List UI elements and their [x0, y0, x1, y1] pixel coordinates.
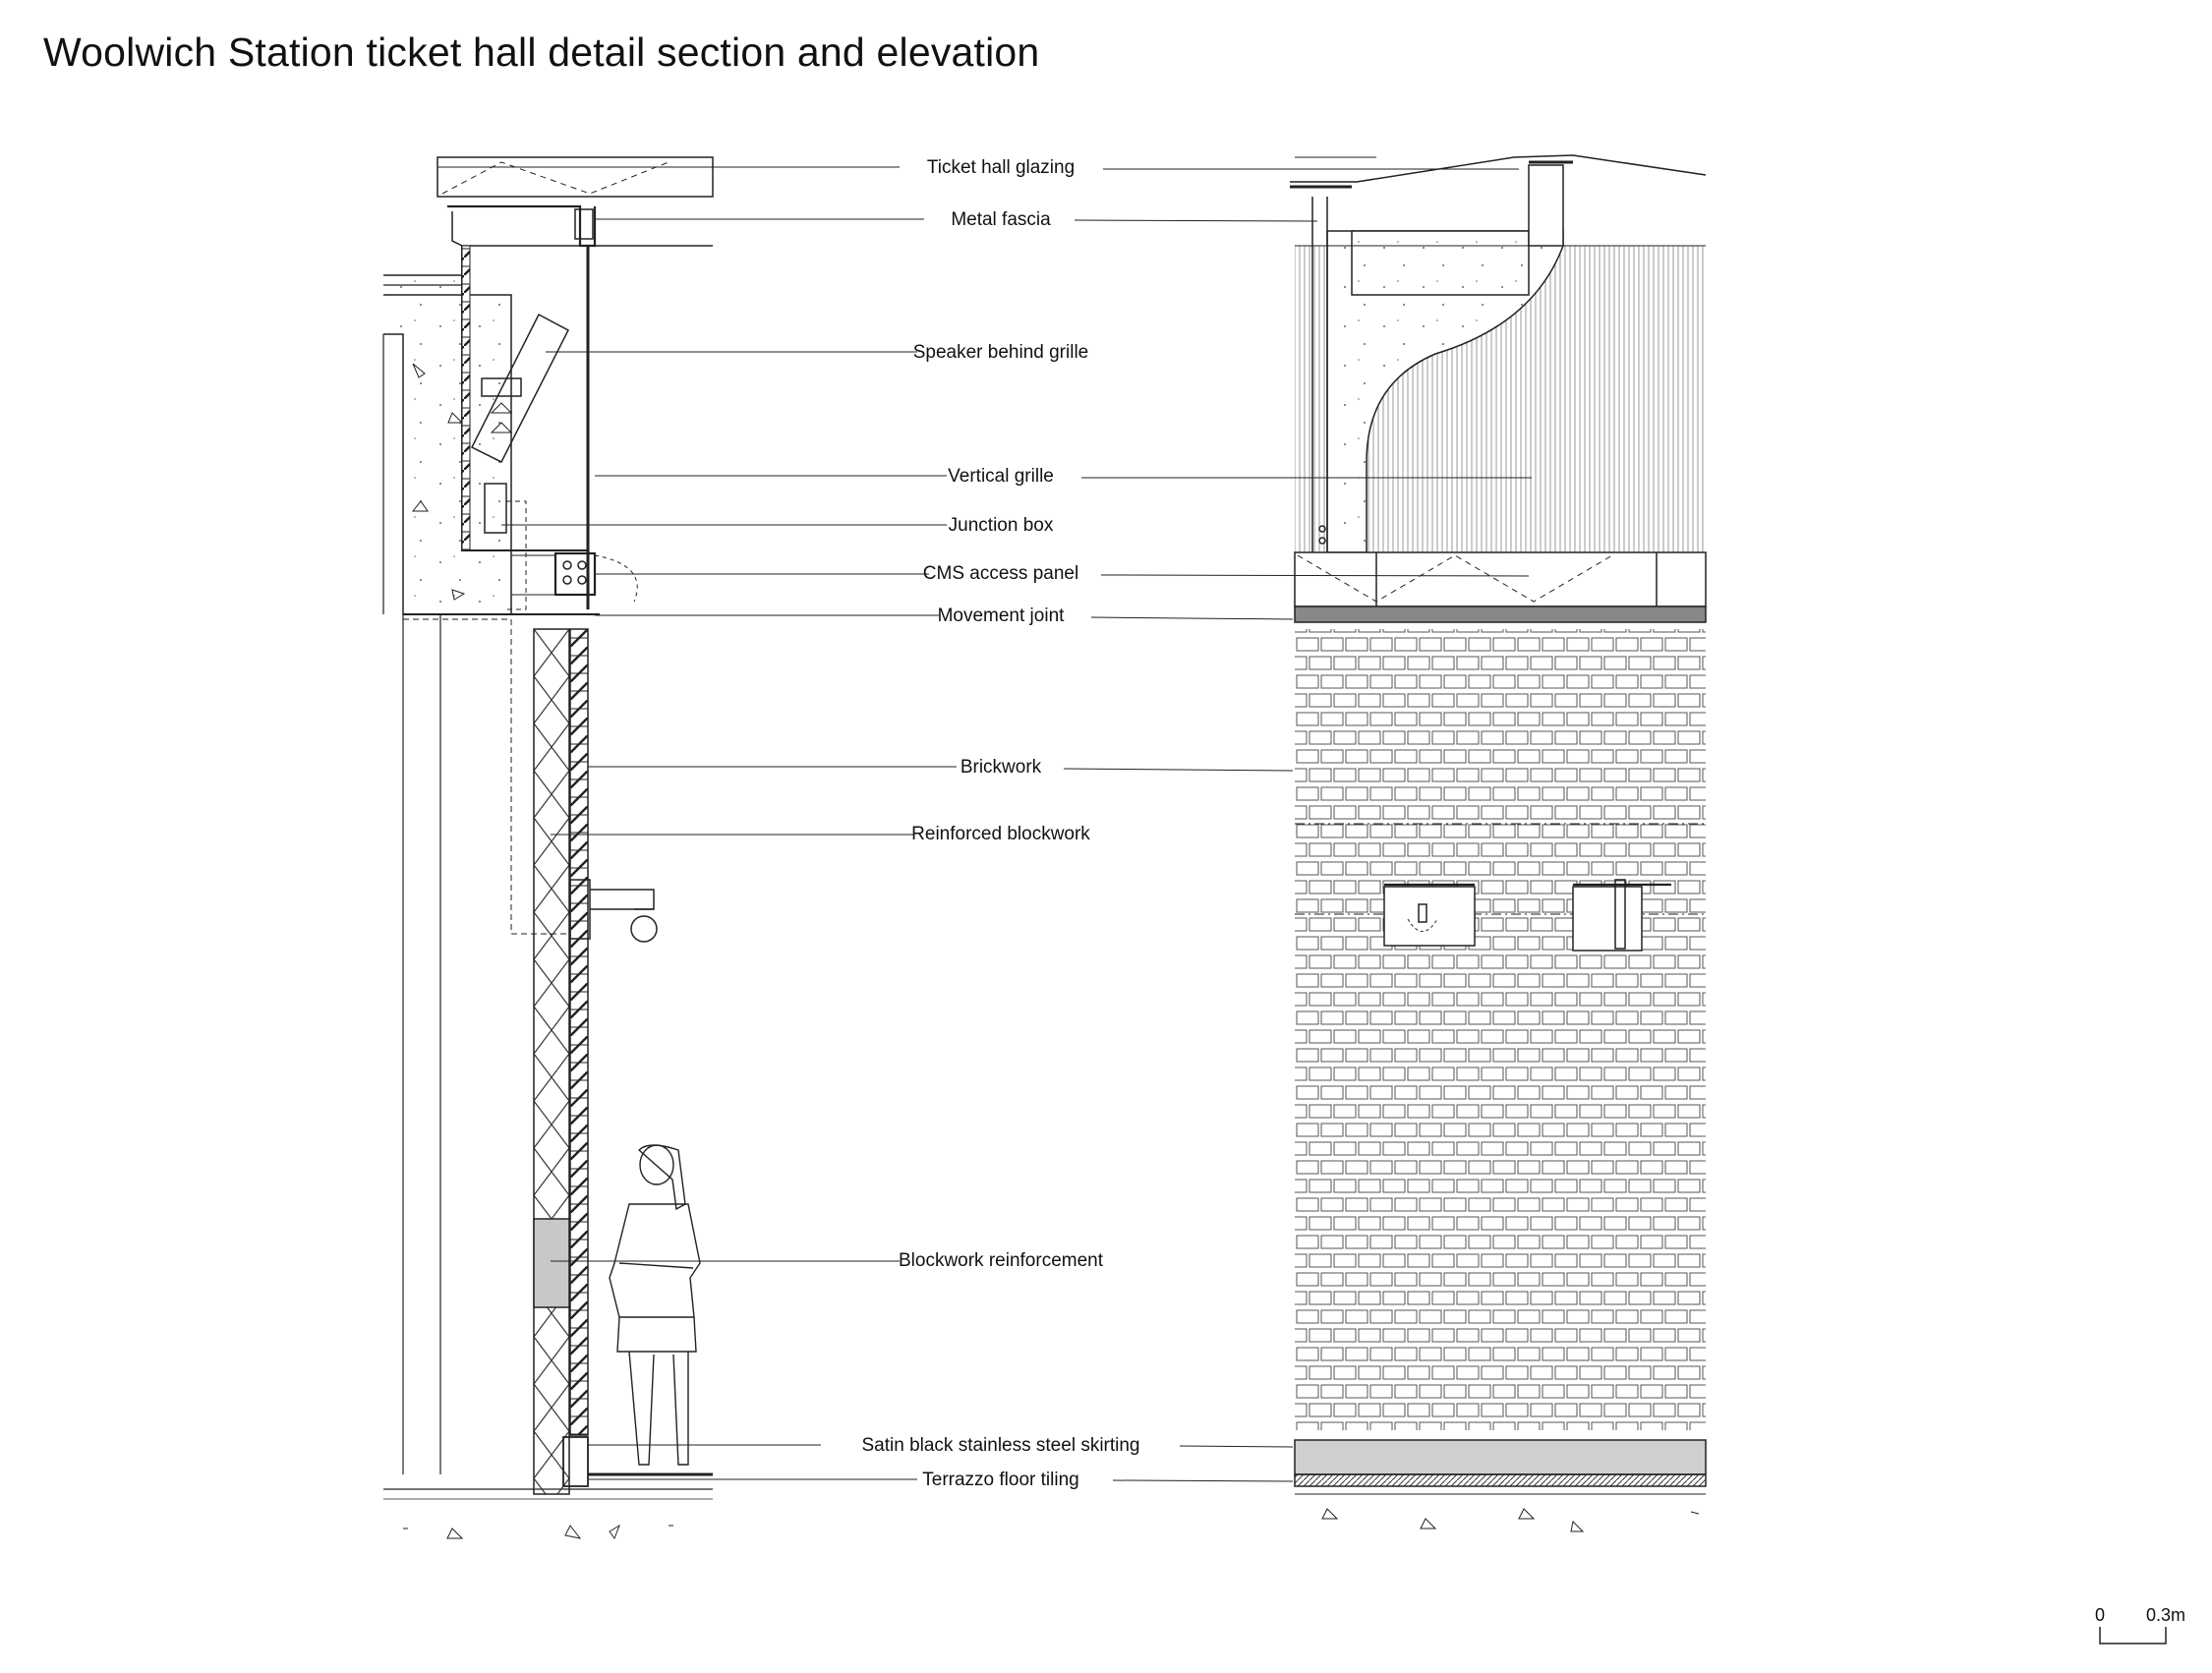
blockwork-reinforcement-section [533, 1218, 570, 1308]
label-text: Terrazzo floor tiling [922, 1470, 1078, 1490]
label-text: Movement joint [938, 606, 1066, 626]
cms-access-panel-section [510, 551, 638, 603]
reinforced-blockwork-section [533, 628, 570, 1495]
label-text: Blockwork reinforcement [899, 1250, 1104, 1271]
drawing-title: Woolwich Station ticket hall detail sect… [43, 29, 1040, 75]
label-text: Speaker behind grille [913, 342, 1089, 363]
label-text: Ticket hall glazing [927, 157, 1075, 178]
label-movement-joint: Movement joint [595, 606, 1294, 626]
camera-bracket [569, 879, 658, 943]
scale-bar: 0 0.3m [2095, 1605, 2185, 1644]
scale-end-label: 0.3m [2146, 1605, 2185, 1625]
label-junction-box: Junction box [501, 515, 1054, 536]
label-brickwork: Brickwork [588, 757, 1294, 778]
label-metal-fascia: Metal fascia [595, 209, 1318, 230]
label-satin-black-skirting: Satin black stainless steel skirting [588, 1435, 1294, 1456]
label-text: Junction box [949, 515, 1054, 536]
label-text: Metal fascia [951, 209, 1051, 230]
skirting-elevation [1294, 1439, 1707, 1475]
label-text: Vertical grille [948, 466, 1054, 487]
label-text: CMS access panel [923, 563, 1078, 584]
section-drawing [382, 156, 714, 1540]
label-cms-access-panel: CMS access panel [595, 563, 1530, 584]
cms-access-panel-elevation [1294, 551, 1707, 607]
label-text: Satin black stainless steel skirting [861, 1435, 1139, 1456]
brickwork-section [569, 628, 589, 1436]
glazing-elevation [1290, 154, 1707, 183]
concrete-soffit [383, 274, 512, 615]
speaker-section [470, 313, 570, 464]
terrazzo-elevation [1294, 1473, 1707, 1487]
glazing-section [437, 156, 714, 198]
label-reinforced-blockwork: Reinforced blockwork [551, 824, 1090, 844]
label-terrazzo-floor-tiling: Terrazzo floor tiling [588, 1470, 1294, 1490]
movement-joint-elevation [1294, 606, 1707, 623]
scale-start-label: 0 [2095, 1605, 2105, 1625]
person-figure [609, 1144, 701, 1466]
label-speaker-behind-grille: Speaker behind grille [546, 342, 1088, 363]
label-text: Reinforced blockwork [911, 824, 1090, 844]
metal-fascia-section [447, 204, 713, 248]
label-vertical-grille: Vertical grille [595, 466, 1532, 487]
skirting-section [562, 1436, 589, 1487]
label-ticket-hall-glazing: Ticket hall glazing [629, 157, 1519, 178]
brickwork-elevation [1295, 629, 1706, 1430]
annotation-labels: Ticket hall glazing Metal fascia Speaker… [501, 157, 1532, 1490]
label-blockwork-reinforcement: Blockwork reinforcement [551, 1250, 1104, 1271]
camera-bracket-elevation [1383, 879, 1671, 952]
label-text: Brickwork [960, 757, 1042, 778]
elevation-drawing [1290, 154, 1707, 1532]
